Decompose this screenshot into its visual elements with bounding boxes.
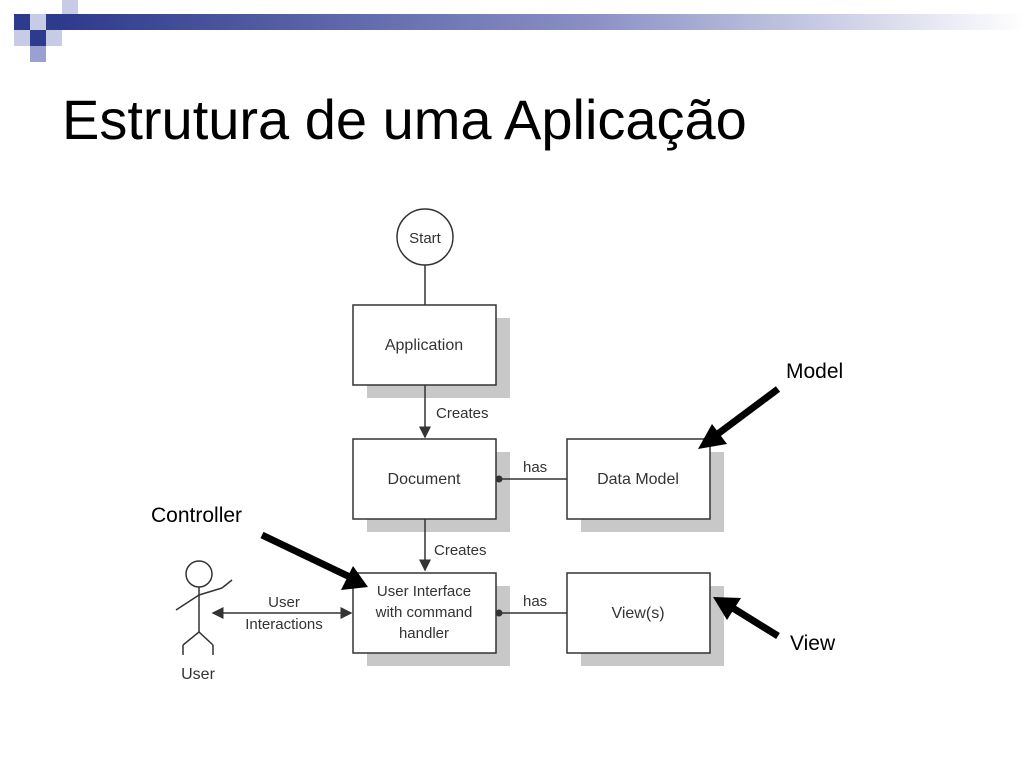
has-label-2: has bbox=[523, 593, 547, 610]
user-actor-label: User bbox=[181, 666, 215, 683]
application-label: Application bbox=[385, 337, 463, 354]
model-callout-label: Model bbox=[786, 360, 843, 383]
controller-callout-label: Controller bbox=[151, 504, 242, 527]
interactions-label-line-1: User bbox=[268, 594, 300, 611]
ui-label-line-2: with command bbox=[375, 604, 473, 621]
creates-label-2: Creates bbox=[434, 542, 487, 559]
document-box: Document bbox=[352, 438, 510, 532]
views-box: View(s) bbox=[566, 572, 724, 666]
document-label: Document bbox=[388, 471, 461, 488]
model-callout-arrow bbox=[698, 386, 781, 449]
views-label: View(s) bbox=[611, 605, 664, 622]
creates-label-1: Creates bbox=[436, 405, 489, 422]
user-interface-box: User Interface with command handler bbox=[352, 572, 510, 666]
data-model-label: Data Model bbox=[597, 471, 679, 488]
start-label: Start bbox=[409, 230, 442, 247]
view-callout-arrow bbox=[713, 597, 780, 639]
application-box: Application bbox=[352, 304, 510, 398]
start-node: Start bbox=[396, 208, 454, 266]
user-actor-icon bbox=[175, 560, 233, 655]
has-label-1: has bbox=[523, 459, 547, 476]
page-title: Estrutura de uma Aplicação bbox=[62, 88, 747, 151]
controller-callout-arrow bbox=[260, 531, 368, 590]
interactions-label-line-2: Interactions bbox=[245, 616, 323, 633]
ui-label-line-3: handler bbox=[399, 625, 449, 642]
data-model-box: Data Model bbox=[566, 438, 724, 532]
header-decoration bbox=[14, 0, 1024, 62]
ui-label-line-1: User Interface bbox=[377, 583, 471, 600]
view-callout-label: View bbox=[790, 632, 836, 655]
